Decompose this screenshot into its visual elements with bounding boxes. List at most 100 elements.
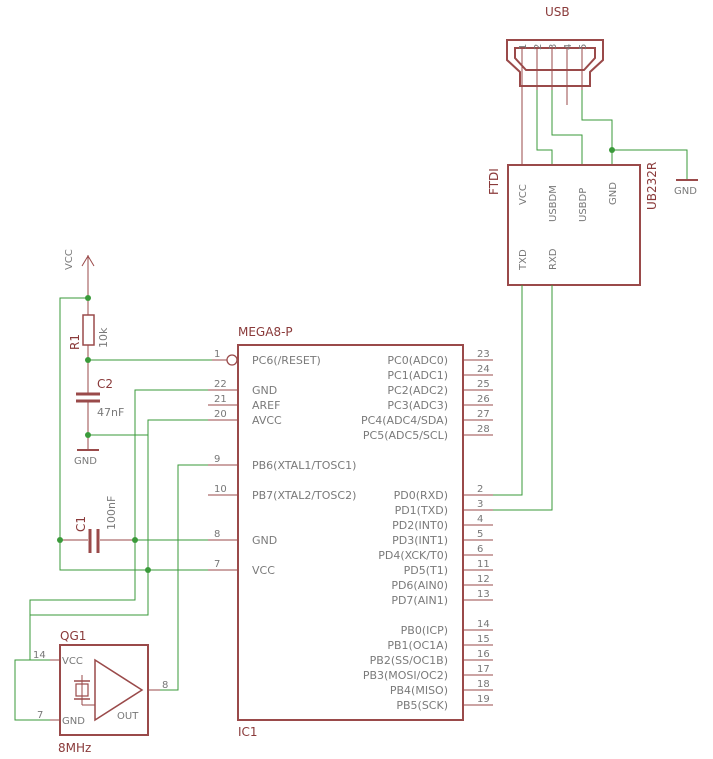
qg1-pin-label: VCC xyxy=(62,656,83,667)
mcu-pin-label: PC4(ADC4/SDA) xyxy=(361,414,448,427)
capacitor-c2: C2 47nF xyxy=(76,360,124,435)
qg1-pin-num: 8 xyxy=(162,680,168,691)
qg1-pin-num: 14 xyxy=(33,650,46,661)
usb-connector: USB 1 2 3 4 5 xyxy=(506,5,604,165)
junction-dot xyxy=(57,537,63,543)
mcu-pin-label: PC5(ADC5/SCL) xyxy=(363,429,448,442)
mcu-name: IC1 xyxy=(238,725,258,739)
mcu-pin-label: PC6(/RESET) xyxy=(252,354,321,367)
mcu-pin-label: AVCC xyxy=(252,414,282,427)
mcu-part: MEGA8-P xyxy=(238,325,293,339)
mcu-pin-label: PB0(ICP) xyxy=(401,624,448,637)
mcu-pin-num: 15 xyxy=(477,634,490,645)
usb-pin-2: 2 xyxy=(533,44,544,50)
c2-name: C2 xyxy=(97,377,113,391)
mcu-pin-label: AREF xyxy=(252,399,280,412)
reset-inversion-bubble xyxy=(226,354,238,366)
usb-pin-1: 1 xyxy=(518,44,529,50)
junction-dot xyxy=(132,537,138,543)
junction-dot xyxy=(609,147,615,153)
mcu-pin-label: PC0(ADC0) xyxy=(387,354,448,367)
mcu-pin-num: 18 xyxy=(477,679,490,690)
vcc-symbol: VCC xyxy=(64,249,95,298)
mcu-pin-label: PB5(SCK) xyxy=(396,699,448,712)
mcu-pin-label: PC3(ADC3) xyxy=(387,399,448,412)
usb-pin-5: 5 xyxy=(578,44,589,50)
mcu-pin-label: PD7(AIN1) xyxy=(391,594,448,607)
ftdi-module: FTDI UB232R VCC USBDM USBDP GND TXD RXD xyxy=(487,162,659,286)
mcu-pin-num: 13 xyxy=(477,589,490,600)
mcu-pin-label: PD2(INT0) xyxy=(392,519,448,532)
mcu-pin-num: 8 xyxy=(214,529,220,540)
vcc-label: VCC xyxy=(64,249,75,270)
usb-pin-3: 3 xyxy=(548,44,559,50)
mcu-pin-num: 22 xyxy=(214,379,227,390)
capacitor-c1: C1 100nF xyxy=(60,496,135,553)
mcu-pin-label: PB7(XTAL2/TOSC2) xyxy=(252,489,356,502)
gnd-label: GND xyxy=(74,456,97,467)
serial-wires xyxy=(493,285,553,511)
mcu-pin-num: 11 xyxy=(477,559,490,570)
mcu-pin-label: GND xyxy=(252,384,277,397)
mcu-pin-num: 25 xyxy=(477,379,490,390)
usb-pin-4: 4 xyxy=(563,44,574,50)
ftdi-pin-rxd: RXD xyxy=(548,248,559,270)
ftdi-pin-gnd: GND xyxy=(608,182,619,205)
qg1-pin-label: GND xyxy=(62,716,85,727)
power-wires xyxy=(14,297,212,721)
mcu-pin-num: 9 xyxy=(214,454,220,465)
ftdi-pin-usbdm: USBDM xyxy=(548,185,559,222)
mcu-pin-num: 27 xyxy=(477,409,490,420)
mcu-pin-label: PD1(TXD) xyxy=(395,504,448,517)
mcu-pin-num: 6 xyxy=(477,544,483,555)
gnd-label: GND xyxy=(674,186,697,197)
mcu-pin-num: 4 xyxy=(477,514,483,525)
qg1-name: QG1 xyxy=(60,629,86,643)
mcu-pin-num: 26 xyxy=(477,394,490,405)
mcu-pin-label: PB1(OC1A) xyxy=(387,639,448,652)
ftdi-name: FTDI xyxy=(487,168,501,195)
mcu-pin-label: PD6(AIN0) xyxy=(391,579,448,592)
qg1-pin-num: 7 xyxy=(37,710,43,721)
junction-dot xyxy=(145,567,151,573)
crystal-icon xyxy=(74,675,95,706)
qg1-value: 8MHz xyxy=(58,741,91,755)
mcu-pin-num: 19 xyxy=(477,694,490,705)
mcu-pin-label: PC1(ADC1) xyxy=(387,369,448,382)
mcu-pin-num: 24 xyxy=(477,364,490,375)
junction-dot xyxy=(85,295,91,301)
buffer-symbol xyxy=(94,658,144,722)
mcu-pin-label: PB6(XTAL1/TOSC1) xyxy=(252,459,356,472)
mcu-pin-num: 17 xyxy=(477,664,490,675)
mcu-pin-num: 12 xyxy=(477,574,490,585)
ftdi-pin-vcc: VCC xyxy=(518,184,529,205)
mcu-pin-label: PD4(XCK/T0) xyxy=(378,549,448,562)
mcu-pin-num: 7 xyxy=(214,559,220,570)
mcu-pin-num: 28 xyxy=(477,424,490,435)
ftdi-part: UB232R xyxy=(645,162,659,210)
mcu-pin-label: PC2(ADC2) xyxy=(387,384,448,397)
c1-name: C1 xyxy=(74,516,88,532)
mcu-pin-num: 3 xyxy=(477,499,483,510)
mcu-pin-label: PD5(T1) xyxy=(404,564,448,577)
c2-value: 47nF xyxy=(97,406,124,419)
mcu-pin-label: PD0(RXD) xyxy=(394,489,448,502)
qg1-pin-label: OUT xyxy=(117,711,139,722)
r1-value: 10k xyxy=(97,327,110,348)
mcu-pin-label: PD3(INT1) xyxy=(392,534,448,547)
mcu-pin-num: 5 xyxy=(477,529,483,540)
mcu-pin-label: GND xyxy=(252,534,277,547)
gnd-symbol-usb: GND xyxy=(674,179,698,197)
c1-value: 100nF xyxy=(105,496,118,530)
ftdi-pin-txd: TXD xyxy=(518,249,529,271)
junction-dots xyxy=(57,295,151,573)
mcu-pin-label: VCC xyxy=(252,564,275,577)
mcu-pin-num: 21 xyxy=(214,394,227,405)
mcu-pin-num: 23 xyxy=(477,349,490,360)
mcu-pin-num: 1 xyxy=(214,349,220,360)
ftdi-pin-usbdp: USBDP xyxy=(578,188,589,222)
mcu-pin-num: 16 xyxy=(477,649,490,660)
mcu-pin-num: 20 xyxy=(214,409,227,420)
